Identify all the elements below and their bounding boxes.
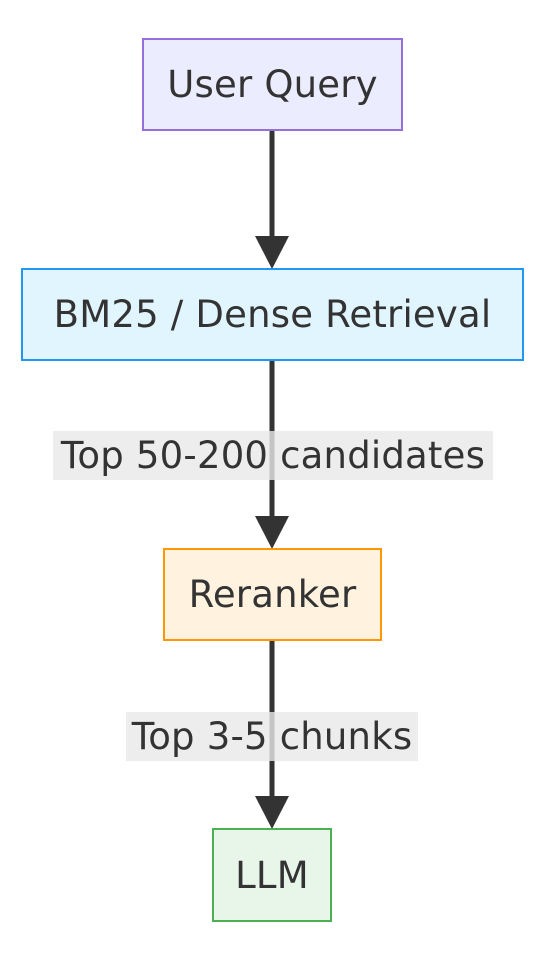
arrowhead-retrieval [255,236,289,269]
node-label-user-query: User Query [167,63,378,106]
node-user-query: User Query [142,38,403,131]
edge-label-text: Top 50-200 candidates [60,434,486,477]
edge-label-retrieval-to-reranker: Top 50-200 candidates [53,431,493,480]
edge-label-text: Top 3-5 chunks [131,715,413,758]
node-label-llm: LLM [235,853,309,897]
node-llm: LLM [212,828,332,922]
arrowhead-llm [255,796,289,829]
arrowhead-reranker [255,516,289,549]
edge-label-reranker-to-llm: Top 3-5 chunks [126,712,418,761]
node-reranker: Reranker [163,548,382,641]
node-label-reranker: Reranker [188,573,357,616]
node-retrieval: BM25 / Dense Retrieval [21,268,524,361]
node-label-retrieval: BM25 / Dense Retrieval [53,293,492,336]
